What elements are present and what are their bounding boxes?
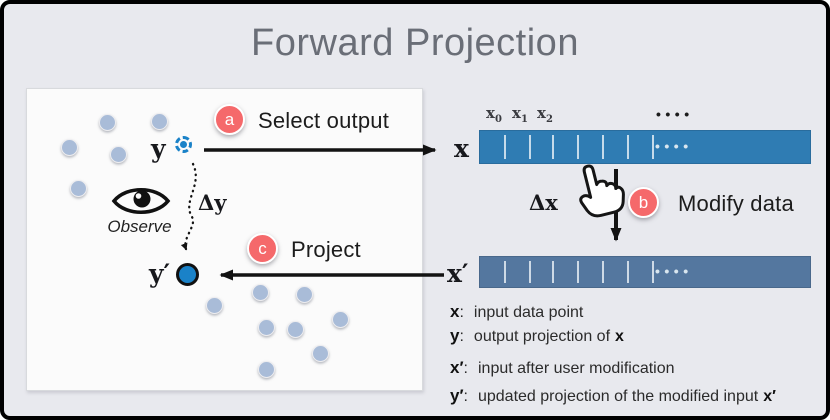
x-prime-label: x′ [447, 259, 469, 288]
ellipsis-top: •••• [656, 106, 694, 122]
scatter-point [287, 321, 304, 338]
cell-divider [577, 135, 579, 159]
cell-label-x0: x0 [486, 104, 502, 125]
updated-projection-point [176, 263, 199, 286]
input-vector-x: •••• [479, 130, 811, 164]
badge-a: a [214, 104, 245, 135]
y-prime-label: y′ [149, 259, 171, 288]
cell-divider [504, 135, 506, 159]
scatter-point [312, 345, 329, 362]
figure-title: Forward Projection [251, 22, 579, 64]
scatter-point [258, 319, 275, 336]
delta-y-label: Δy [198, 190, 227, 215]
y-label: y [151, 134, 166, 163]
badge-b-letter: b [638, 192, 649, 212]
scatter-point [258, 361, 275, 378]
legend-sym-x-prime: x′ [450, 358, 464, 377]
cell-divider [602, 135, 604, 159]
legend-row-x: x:input data point [450, 302, 584, 321]
scatter-point [110, 146, 127, 163]
legend-sym-y-prime: y′ [450, 386, 464, 405]
cell-divider [652, 135, 654, 159]
project-label: Project [291, 237, 361, 262]
ellipsis-in-x: •••• [655, 138, 693, 154]
x-label: x [454, 134, 469, 163]
projection-panel [26, 88, 423, 391]
badge-c: c [247, 233, 278, 264]
cell-divider [504, 261, 506, 283]
cell-divider [529, 261, 531, 283]
selected-output-point [175, 136, 192, 153]
legend-row-x-prime: x′:input after user modification [450, 358, 675, 377]
badge-c-letter: c [258, 238, 267, 258]
badge-b: b [628, 187, 659, 218]
select-output-label: Select output [258, 108, 390, 133]
badge-a-letter: a [224, 109, 235, 129]
scatter-point [99, 114, 116, 131]
cell-divider [627, 135, 629, 159]
cell-divider [602, 261, 604, 283]
cell-divider [627, 261, 629, 283]
delta-x-label: Δx [529, 190, 558, 215]
observe-label: Observe [107, 217, 172, 236]
cell-divider [577, 261, 579, 283]
scatter-layer [4, 4, 826, 416]
cell-divider [652, 261, 654, 283]
scatter-point [61, 139, 78, 156]
cell-divider [552, 261, 554, 283]
modified-vector-x-prime: •••• [479, 256, 811, 288]
legend-sym-y: y [450, 326, 460, 345]
scatter-point [296, 286, 313, 303]
scatter-point [70, 180, 87, 197]
scatter-point [332, 311, 349, 328]
cell-divider [552, 135, 554, 159]
cell-divider [529, 135, 531, 159]
cell-label-x2: x2 [537, 104, 553, 125]
legend-sym-x: x [450, 302, 460, 321]
scatter-point [206, 297, 223, 314]
legend-row-y-prime: y′:updated projection of the modified in… [450, 386, 776, 405]
ellipsis-in-x-prime: •••• [655, 263, 693, 279]
scatter-point [151, 113, 168, 130]
modify-data-label: Modify data [678, 191, 794, 216]
cell-label-x1: x1 [512, 104, 528, 125]
scatter-point [252, 284, 269, 301]
